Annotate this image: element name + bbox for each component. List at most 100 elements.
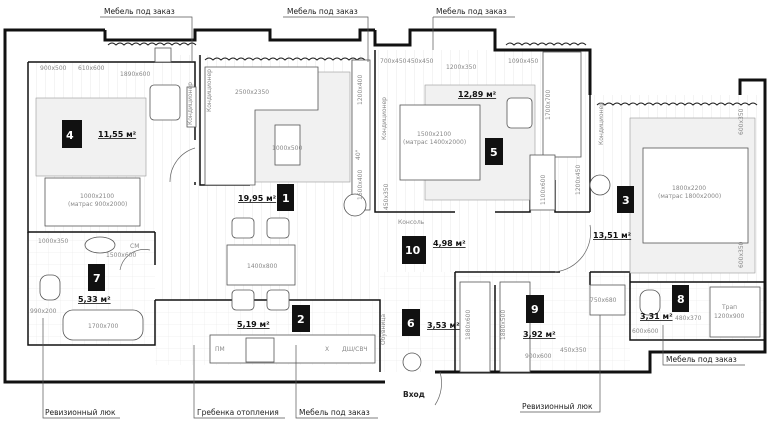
svg-text:1200x350: 1200x350 (446, 64, 476, 71)
svg-text:Кондиционер: Кондиционер (206, 69, 213, 112)
svg-text:СМ: СМ (130, 243, 139, 250)
room-4: 4 11,55 м² (62, 120, 137, 148)
svg-text:3: 3 (622, 194, 630, 207)
sofa (204, 66, 319, 186)
svg-text:1890x600: 1890x600 (120, 71, 150, 78)
svg-text:3,53 м²: 3,53 м² (427, 321, 460, 330)
room-10: 10 4,98 м² (402, 236, 466, 264)
svg-text:1500x600: 1500x600 (106, 252, 136, 259)
svg-text:ПМ: ПМ (215, 346, 225, 353)
toilet-icon-8 (639, 289, 661, 316)
printer (154, 47, 172, 63)
svg-text:Мебель под заказ: Мебель под заказ (436, 7, 507, 16)
svg-text:Гребенка отопления: Гребенка отопления (197, 408, 279, 417)
svg-text:19,95 м²: 19,95 м² (238, 194, 277, 203)
svg-text:Кондиционер: Кондиционер (598, 102, 605, 145)
air-conditioner (186, 86, 197, 128)
dining-table (226, 244, 296, 286)
svg-text:1200x400: 1200x400 (357, 75, 364, 105)
svg-text:Обувница: Обувница (380, 314, 387, 345)
room-9: 93,92 м² (523, 295, 556, 339)
svg-text:Мебель под заказ: Мебель под заказ (287, 7, 358, 16)
svg-text:1200x900: 1200x900 (714, 313, 744, 320)
svg-text:1000x500: 1000x500 (272, 145, 302, 152)
svg-text:2500x2350: 2500x2350 (235, 89, 269, 96)
room-5: 5 12,89 м² (458, 90, 503, 165)
svg-text:2: 2 (297, 313, 305, 326)
svg-text:7: 7 (93, 272, 101, 285)
sink-icon (84, 236, 116, 254)
svg-text:12,89 м²: 12,89 м² (458, 90, 497, 99)
armchair (149, 84, 181, 121)
furniture (35, 47, 761, 406)
svg-text:1880x500: 1880x500 (500, 310, 507, 340)
svg-text:(матрас 1800x2000): (матрас 1800x2000) (658, 193, 721, 200)
svg-text:450x450: 450x450 (407, 58, 434, 65)
svg-text:Мебель под заказ: Мебель под заказ (666, 355, 737, 364)
svg-text:Трап: Трап (721, 304, 737, 311)
svg-text:4: 4 (66, 129, 74, 142)
svg-text:1880x600: 1880x600 (465, 310, 472, 340)
svg-text:Вход: Вход (403, 390, 425, 399)
svg-text:Ревизионный люк: Ревизионный люк (522, 402, 593, 411)
person-icon (402, 352, 422, 372)
svg-text:450x350: 450x350 (560, 347, 587, 354)
bathtub (62, 309, 144, 341)
svg-text:4,98 м²: 4,98 м² (433, 239, 466, 248)
svg-text:Ревизионный люк: Ревизионный люк (45, 408, 116, 417)
room-3: 3 13,51 м² (593, 186, 634, 240)
svg-text:1200x450: 1200x450 (575, 165, 582, 195)
svg-text:10: 10 (405, 244, 421, 257)
svg-text:750x680: 750x680 (590, 297, 617, 304)
curtains (107, 42, 758, 106)
svg-text:900x600: 900x600 (525, 353, 552, 360)
svg-text:11,55 м²: 11,55 м² (98, 130, 137, 139)
svg-text:3,31 м²: 3,31 м² (640, 312, 673, 321)
bed-room5 (399, 104, 481, 181)
svg-text:3,92 м²: 3,92 м² (523, 330, 556, 339)
svg-text:610x600: 610x600 (78, 65, 105, 72)
shower (709, 286, 761, 338)
svg-text:Кондиционер: Кондиционер (381, 97, 388, 140)
svg-text:5: 5 (490, 146, 498, 159)
svg-text:450x350: 450x350 (383, 183, 390, 210)
svg-text:600x350: 600x350 (738, 241, 745, 268)
dimension-labels: 900x500 610x600 1890x600 2500x2350 1000x… (30, 58, 745, 360)
svg-text:13,51 м²: 13,51 м² (593, 231, 632, 240)
svg-text:Кондиционер: Кондиционер (187, 82, 194, 125)
svg-text:Мебель под заказ: Мебель под заказ (299, 408, 370, 417)
svg-text:1100x600: 1100x600 (540, 175, 547, 205)
svg-text:40": 40" (355, 149, 362, 160)
bed-room3 (642, 147, 749, 244)
svg-text:600x600: 600x600 (632, 328, 659, 335)
svg-text:480x370: 480x370 (675, 315, 702, 322)
room-6: 6 3,53 м² (402, 309, 460, 336)
svg-text:1500x2100: 1500x2100 (417, 131, 451, 138)
room-1: 119,95 м² (238, 184, 294, 211)
svg-text:990x200: 990x200 (30, 308, 57, 315)
svg-text:1700x700: 1700x700 (88, 323, 118, 330)
plant-icon (343, 193, 367, 217)
svg-text:(матрас 1400x2000): (матрас 1400x2000) (403, 139, 466, 146)
svg-text:8: 8 (677, 293, 685, 306)
toilet-icon (39, 274, 61, 301)
svg-text:900x500: 900x500 (40, 65, 67, 72)
svg-text:6: 6 (407, 317, 415, 330)
annotations: Мебель под заказ Мебель под заказ Мебель… (42, 7, 745, 419)
svg-text:5,33 м²: 5,33 м² (78, 295, 111, 304)
room-7: 7 5,33 м² (78, 264, 111, 304)
svg-text:1600x400: 1600x400 (357, 170, 364, 200)
desk (542, 51, 582, 158)
svg-text:Х: Х (325, 346, 329, 353)
bed-room4 (44, 177, 141, 227)
svg-text:1700x700: 1700x700 (545, 90, 552, 120)
svg-text:5,19 м²: 5,19 м² (237, 320, 270, 329)
pouf (589, 174, 611, 196)
kitchen-counter (209, 334, 376, 364)
cooktop-icon (245, 337, 275, 363)
svg-text:1800x2200: 1800x2200 (672, 185, 706, 192)
svg-text:(матрас 900x2000): (матрас 900x2000) (68, 201, 127, 208)
svg-text:Консоль: Консоль (398, 219, 425, 226)
